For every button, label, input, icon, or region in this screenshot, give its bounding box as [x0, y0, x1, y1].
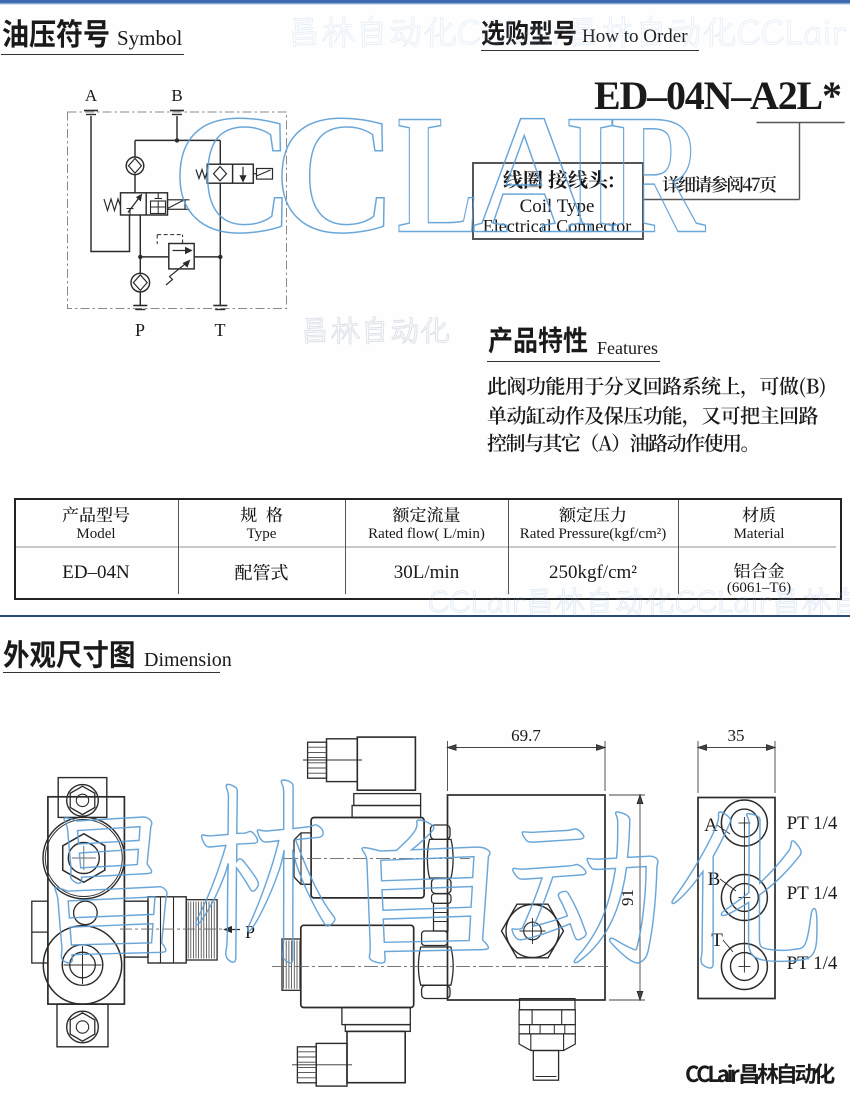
svg-text:91: 91 — [618, 889, 637, 906]
svg-text:T: T — [711, 930, 723, 951]
svg-text:A: A — [472, 80, 592, 269]
svg-text:PT 1/4: PT 1/4 — [787, 953, 838, 974]
svg-text:B: B — [171, 86, 182, 105]
svg-text:T: T — [215, 320, 226, 340]
svg-text:P: P — [135, 320, 145, 340]
svg-text:B: B — [708, 869, 721, 890]
svg-text:R: R — [611, 79, 706, 268]
svg-text:C: C — [172, 80, 296, 269]
svg-text:69.7: 69.7 — [511, 726, 541, 745]
svg-text:L: L — [397, 80, 479, 269]
svg-text:A: A — [85, 86, 98, 105]
svg-text:PT 1/4: PT 1/4 — [787, 883, 838, 904]
svg-text:PT 1/4: PT 1/4 — [787, 813, 838, 834]
svg-text:I: I — [565, 80, 617, 270]
svg-text:C: C — [274, 80, 398, 269]
svg-text:P: P — [245, 922, 255, 942]
svg-text:35: 35 — [728, 726, 745, 745]
